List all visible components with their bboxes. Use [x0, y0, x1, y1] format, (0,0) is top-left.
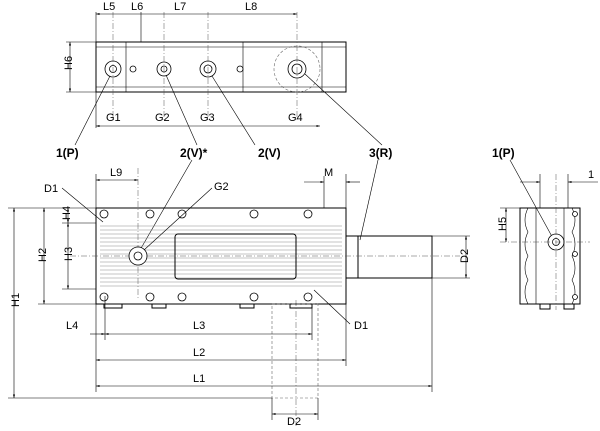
- screw-head: [99, 292, 109, 302]
- front-view: [8, 168, 470, 426]
- dim-l2: L2: [193, 347, 205, 359]
- dim-g4: G4: [288, 112, 303, 124]
- dim-l3: L3: [193, 320, 205, 332]
- dim-h2: H2: [37, 248, 49, 262]
- screw-head: [303, 292, 313, 302]
- port-label-v: 2(V): [258, 146, 281, 160]
- dim-l4: L4: [66, 320, 78, 332]
- dim-l8: L8: [245, 1, 257, 13]
- port-label-v-star: 2(V)*: [180, 146, 208, 160]
- screw-head: [249, 292, 259, 302]
- nozzle: [357, 235, 433, 279]
- dim-h1: H1: [10, 293, 22, 307]
- dim-m: M: [324, 167, 333, 179]
- dim-h6: H6: [63, 56, 75, 70]
- screw-head: [145, 292, 155, 302]
- screw-head: [177, 209, 187, 219]
- dim-g3: G3: [200, 112, 215, 124]
- side-view: [500, 174, 598, 310]
- screw-hole: [236, 65, 244, 73]
- dim-l6: L6: [131, 1, 143, 13]
- dim-d2-bottom: D2: [287, 416, 301, 428]
- screw-head: [177, 292, 187, 302]
- top-view: [66, 12, 347, 128]
- front-screws: [99, 209, 313, 302]
- side-view-body: [519, 207, 581, 305]
- dim-g2-front: G2: [214, 181, 229, 193]
- nozzle-step: [345, 235, 359, 279]
- dim-g1: G1: [106, 112, 121, 124]
- dim-h4: H4: [61, 206, 73, 220]
- screw-head: [249, 209, 259, 219]
- dim-d1-bottom: D1: [354, 320, 368, 332]
- screw-hole: [129, 65, 137, 73]
- dim-g2: G2: [155, 112, 170, 124]
- dim-d1-top: D1: [44, 183, 58, 195]
- screw-head: [145, 209, 155, 219]
- dim-one: 1: [588, 169, 594, 181]
- screw-head: [99, 209, 109, 219]
- dim-h3: H3: [63, 247, 75, 261]
- dim-l5: L5: [103, 1, 115, 13]
- screw-head: [303, 209, 313, 219]
- port-label-p: 1(P): [56, 146, 79, 160]
- dim-d2-right: D2: [459, 249, 471, 263]
- port-leaders: [74, 73, 556, 251]
- label-plate: [174, 233, 297, 280]
- dim-l9: L9: [110, 167, 122, 179]
- nozzle-projection: [271, 303, 319, 399]
- port-label-r: 3(R): [369, 146, 392, 160]
- dim-l1: L1: [193, 373, 205, 385]
- port-label-p-side: 1(P): [492, 146, 515, 160]
- dim-h5: H5: [497, 217, 509, 231]
- dim-l7: L7: [174, 1, 186, 13]
- top-view-body: [95, 41, 347, 93]
- port-v-star-front: [128, 246, 148, 266]
